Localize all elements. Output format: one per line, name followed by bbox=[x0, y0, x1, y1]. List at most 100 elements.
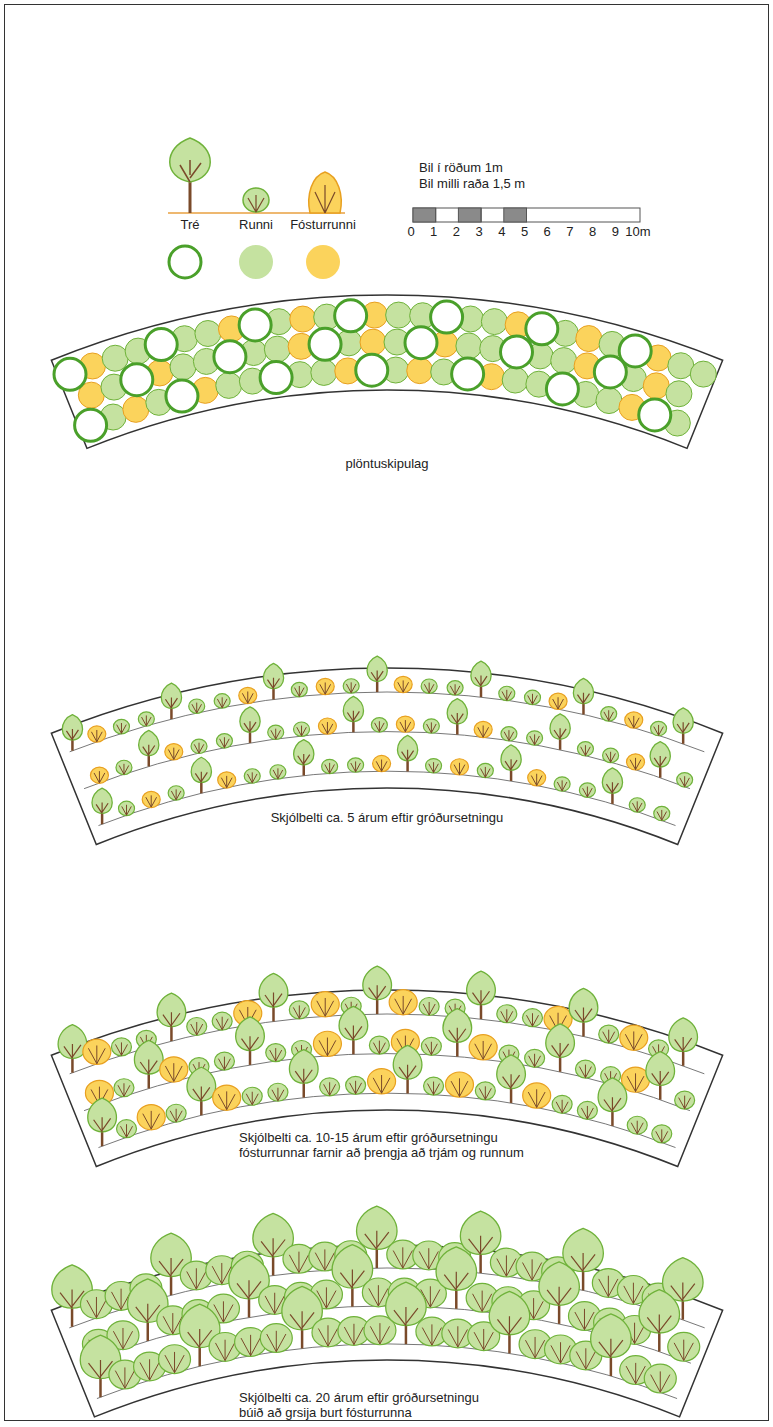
scale-number: 8 bbox=[589, 224, 596, 239]
shrub-stems bbox=[220, 737, 230, 747]
tree-branches bbox=[295, 1069, 312, 1083]
shrub-stems bbox=[350, 1081, 362, 1094]
tree-branches bbox=[577, 693, 589, 704]
shrub-stems bbox=[630, 758, 641, 770]
shrub-stems bbox=[373, 1075, 390, 1093]
tree-branches bbox=[345, 1025, 362, 1039]
shrub-stems bbox=[344, 1324, 363, 1345]
shrub bbox=[244, 769, 260, 783]
nurse-shrub-plan bbox=[576, 326, 602, 352]
shrub-stems bbox=[146, 795, 157, 807]
scale-number: 6 bbox=[544, 224, 551, 239]
planting-plan bbox=[51, 295, 722, 448]
shrub-stems bbox=[501, 1009, 513, 1022]
shrub-stems bbox=[428, 1082, 440, 1095]
shrub-stems bbox=[351, 761, 361, 771]
shrub-stems bbox=[142, 715, 152, 725]
shrub bbox=[527, 731, 543, 745]
shrub bbox=[426, 759, 442, 773]
shrub-stems bbox=[626, 1363, 645, 1384]
shrub-stems bbox=[297, 726, 307, 736]
nurse-shrub bbox=[620, 1025, 648, 1050]
shrub-stems bbox=[576, 1348, 595, 1369]
shrub-stems bbox=[422, 1324, 441, 1345]
shrub-plan bbox=[456, 333, 482, 359]
shrub bbox=[668, 1332, 700, 1361]
tree-branches bbox=[505, 759, 517, 770]
tree-branches bbox=[571, 1253, 595, 1272]
tree-branches bbox=[265, 993, 282, 1007]
shrub bbox=[525, 1049, 545, 1067]
shrub bbox=[270, 765, 286, 779]
shrub bbox=[346, 1076, 366, 1094]
nurse-shrub-plan bbox=[123, 396, 149, 422]
shrub bbox=[522, 1009, 542, 1027]
shrub-stems bbox=[526, 1013, 538, 1026]
shrub-stems bbox=[497, 1255, 516, 1276]
nurse-shrub bbox=[549, 693, 567, 709]
shrub-stems bbox=[627, 1073, 644, 1091]
tree-branches bbox=[671, 1282, 695, 1301]
shrub-stems bbox=[143, 1111, 160, 1129]
nurse-shrub bbox=[396, 716, 414, 732]
tree-crown bbox=[443, 1009, 472, 1043]
row-line bbox=[84, 732, 690, 789]
scale-number: 1 bbox=[430, 224, 437, 239]
shrub bbox=[423, 719, 439, 733]
tree-branches bbox=[399, 1065, 416, 1079]
nurse-shrub bbox=[142, 791, 160, 807]
shrub-plan bbox=[102, 345, 128, 371]
nurse-shrub bbox=[523, 1083, 551, 1108]
view-caption: búið að grsija burt fósturrunna bbox=[237, 1405, 414, 1420]
shrub-stems bbox=[395, 996, 412, 1014]
shrub-stems bbox=[429, 762, 439, 772]
shrub bbox=[289, 1001, 309, 1019]
shrub-stems bbox=[631, 1121, 643, 1134]
tree-crown bbox=[62, 715, 82, 740]
shrub bbox=[166, 1104, 186, 1122]
shrub-stems bbox=[140, 1359, 159, 1380]
row-line bbox=[84, 1054, 690, 1111]
tree-branches bbox=[369, 985, 386, 999]
shrub-stems bbox=[317, 998, 334, 1016]
tree-branches bbox=[472, 990, 489, 1004]
tree-plan bbox=[546, 373, 578, 405]
scale-number: 10m bbox=[625, 224, 650, 239]
tree-branches bbox=[66, 729, 78, 740]
shrub-stems bbox=[583, 787, 593, 797]
shrub bbox=[421, 679, 437, 693]
shrub-stems bbox=[289, 1252, 308, 1273]
legend-label: Tré bbox=[178, 217, 201, 232]
shrub bbox=[652, 1125, 672, 1143]
tree-plan bbox=[639, 399, 671, 431]
shrub bbox=[119, 801, 135, 815]
shrub-stems bbox=[674, 1340, 693, 1361]
tree-branches bbox=[469, 1236, 493, 1255]
shrub-plan bbox=[170, 354, 196, 380]
row-line bbox=[98, 1093, 675, 1147]
shrub-stems bbox=[117, 723, 127, 733]
shrub-stems bbox=[194, 743, 204, 753]
tree-crown bbox=[460, 1211, 501, 1254]
shrub-stems bbox=[679, 1096, 691, 1109]
shrub-stems bbox=[424, 683, 434, 693]
shrub bbox=[320, 1078, 340, 1096]
shrub bbox=[214, 1052, 234, 1070]
tree-crown bbox=[88, 1098, 117, 1132]
shrub-stems bbox=[315, 1249, 334, 1270]
shrub bbox=[477, 763, 493, 777]
shrub-plan bbox=[690, 361, 716, 387]
nurse-shrub bbox=[90, 767, 108, 783]
shrub bbox=[499, 686, 515, 700]
shrub-stems bbox=[325, 763, 335, 773]
shrub-stems bbox=[171, 789, 181, 799]
shrub-stems bbox=[657, 810, 667, 820]
shrub-stems bbox=[295, 686, 305, 696]
shrub-stems bbox=[529, 1054, 541, 1067]
shrub bbox=[575, 1060, 595, 1078]
tree-crown bbox=[357, 1206, 398, 1249]
tree-crown bbox=[497, 1055, 526, 1089]
tree-branches bbox=[552, 1043, 569, 1057]
shrub bbox=[419, 998, 439, 1016]
shrub-stems bbox=[525, 1337, 544, 1358]
